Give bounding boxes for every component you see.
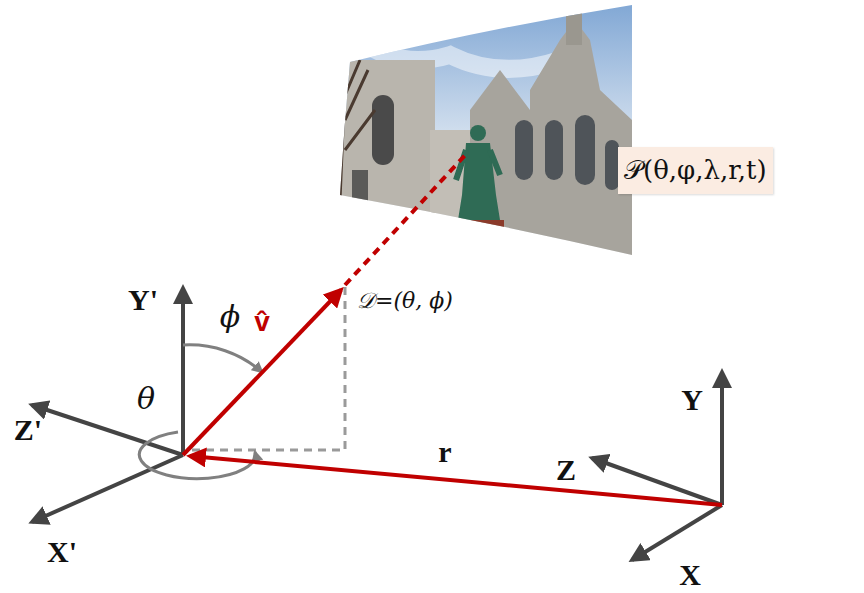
axis bbox=[720, 372, 724, 505]
axis-label: X bbox=[679, 558, 701, 592]
axis-label: Z' bbox=[14, 413, 42, 447]
axis-label: Y' bbox=[128, 283, 158, 317]
angle-label: θ bbox=[137, 381, 155, 416]
axis bbox=[32, 405, 183, 455]
axis-label: Y bbox=[681, 383, 703, 417]
angle-label: ϕ bbox=[220, 299, 240, 334]
vector-label: r bbox=[438, 435, 451, 469]
axis bbox=[632, 505, 722, 560]
axis bbox=[181, 288, 185, 455]
photo bbox=[330, 0, 640, 260]
angle-arc bbox=[183, 345, 262, 372]
position-vector bbox=[190, 456, 722, 505]
direction-vector bbox=[183, 290, 341, 455]
axis-label: Z bbox=[556, 453, 576, 487]
direction-label: 𝒟=(θ, ϕ) bbox=[357, 288, 453, 313]
vector-label: v̂ bbox=[254, 306, 270, 338]
formula-text: 𝒫(θ,φ,λ,r,t) bbox=[624, 155, 767, 186]
view-ray bbox=[345, 152, 468, 285]
axis bbox=[32, 455, 183, 522]
formula-box: 𝒫(θ,φ,λ,r,t) bbox=[618, 147, 773, 194]
axis-label: X' bbox=[47, 535, 77, 569]
